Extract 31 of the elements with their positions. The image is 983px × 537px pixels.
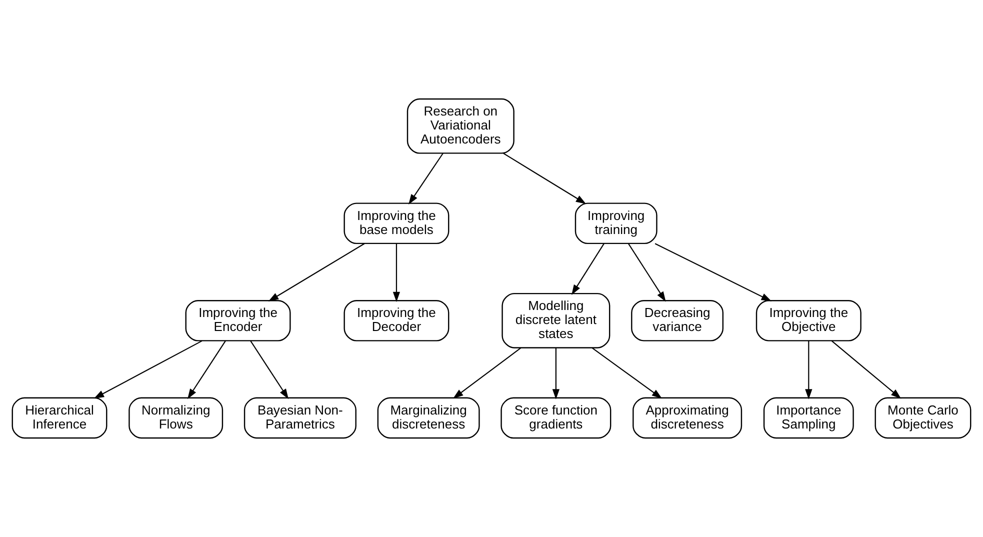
node-box: Improving the Objective — [756, 300, 862, 342]
arrow — [552, 348, 560, 400]
node-box: Improving the Encoder — [185, 300, 291, 342]
arrow — [503, 152, 586, 204]
arrow — [392, 244, 400, 302]
node-box: Bayesian Non-Parametrics — [244, 397, 356, 439]
node-box: Importance Sampling — [763, 397, 854, 439]
arrow — [188, 340, 226, 400]
arrow — [452, 348, 522, 399]
arrow — [654, 243, 772, 302]
arrow — [628, 243, 666, 302]
node-box: Score function gradients — [500, 397, 612, 439]
arrow — [268, 243, 365, 302]
arrow — [592, 348, 662, 399]
node-box: Decreasing variance — [631, 300, 724, 342]
arrow — [572, 243, 604, 295]
node-box: Modelling discrete latent states — [502, 292, 610, 348]
arrow — [94, 340, 202, 399]
node-box: Hierarchical Inference — [12, 397, 108, 439]
node-box: Marginalizing discreteness — [377, 397, 480, 439]
arrow — [408, 153, 444, 204]
node-box: Improving the base models — [344, 202, 450, 244]
arrow — [250, 340, 289, 400]
node-box: Improving the Decoder — [344, 300, 450, 342]
node-box: Research on Variational Autoencoders — [406, 98, 514, 154]
node-box: Approximating discreteness — [632, 397, 742, 439]
arrow — [831, 340, 902, 399]
node-box: Improving training — [574, 202, 658, 244]
arrow — [805, 340, 812, 400]
node-box: Monte Carlo Objectives — [874, 397, 972, 439]
node-box: Normalizing Flows — [128, 397, 224, 439]
